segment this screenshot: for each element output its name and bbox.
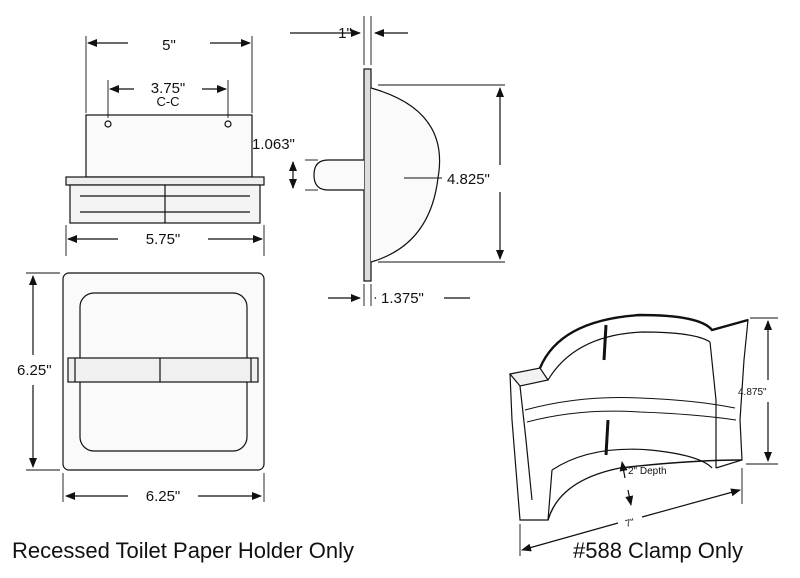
clamp-caption: #588 Clamp Only [573,538,743,563]
dim-front-width: 6.25" [146,488,181,505]
holder-top-view [65,36,265,256]
dim-clamp-width: 7" [624,517,636,530]
holder-front-view [26,272,265,502]
dim-hole-spacing-note: C-C [156,94,179,109]
dim-cup-depth: 1.375" [381,290,424,307]
dim-clamp-depth: 2" Depth [628,466,667,477]
dim-hole-spacing: 3.75" [151,80,186,97]
dim-flange-offset: 1" [338,25,352,42]
dim-roller-height: 1.063" [252,136,295,153]
holder-side-view [289,16,505,306]
dim-cup-diameter: 4.825" [447,171,490,188]
dim-front-height: 6.25" [17,362,52,379]
holder-caption: Recessed Toilet Paper Holder Only [12,538,354,563]
dim-top-width: 5" [162,37,176,54]
dim-label-backdrop [376,290,444,306]
clamp-isometric-view [508,313,778,556]
dim-clamp-height: 4.875" [738,387,767,398]
dim-frame-width: 5.75" [146,231,181,248]
